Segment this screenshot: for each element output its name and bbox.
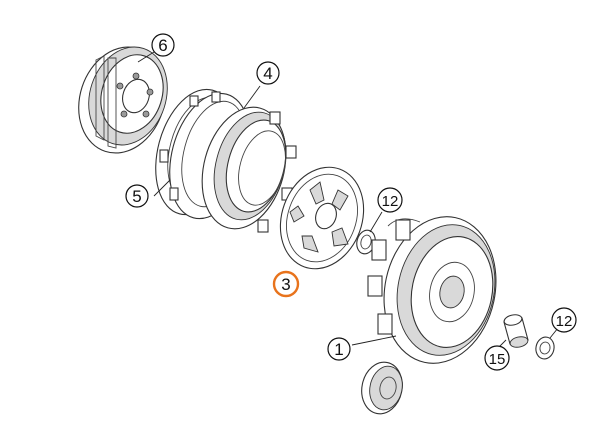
callout-15-label: 15: [489, 351, 506, 368]
part-12-thrust-washer-lower[interactable]: [534, 335, 556, 360]
callout-6-label: 6: [158, 36, 167, 55]
callout-4-label: 4: [263, 64, 272, 83]
callout-12-lower-label: 12: [556, 313, 573, 330]
part-3-pressure-plate[interactable]: [267, 155, 378, 280]
callout-1[interactable]: 1: [327, 337, 351, 361]
part-15-bearing-sleeve[interactable]: [503, 313, 529, 349]
part-6-pressure-cap[interactable]: [65, 36, 179, 165]
callout-6[interactable]: 6: [151, 33, 175, 57]
callout-1-label: 1: [334, 340, 343, 359]
callout-3-label: 3: [281, 275, 290, 294]
callout-12-upper-label: 12: [382, 193, 399, 210]
part-4-clutch-plate-stack[interactable]: [189, 98, 298, 238]
callout-4[interactable]: 4: [256, 61, 280, 85]
callout-5-label: 5: [132, 187, 141, 206]
callout-12-upper[interactable]: 12: [377, 187, 403, 213]
callout-5[interactable]: 5: [125, 184, 149, 208]
primary-gear[interactable]: [357, 358, 407, 417]
callout-15[interactable]: 15: [484, 345, 510, 371]
part-1-clutch-basket[interactable]: [367, 206, 509, 374]
callout-3-selected[interactable]: 3: [272, 270, 300, 298]
callout-12-lower[interactable]: 12: [551, 307, 577, 333]
